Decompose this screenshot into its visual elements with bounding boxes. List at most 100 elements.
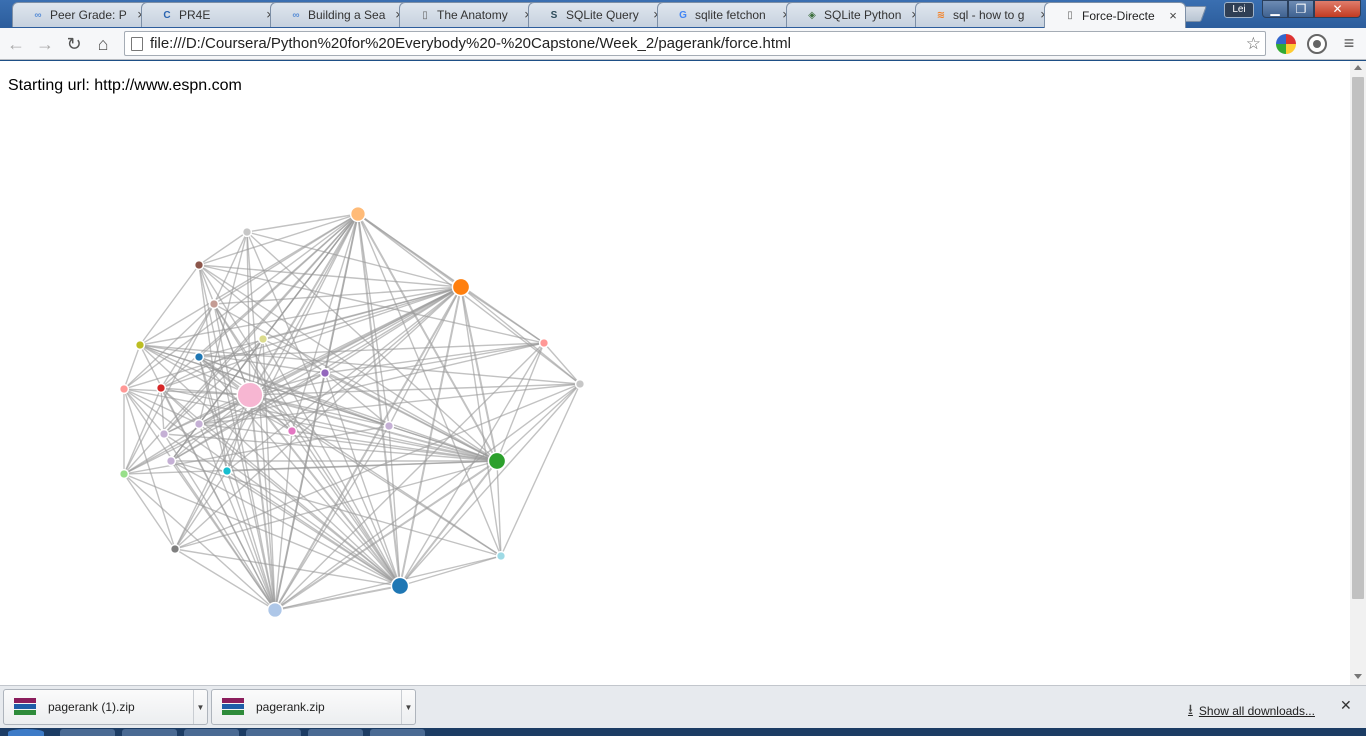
scroll-down-arrow-icon[interactable] [1354,674,1362,679]
diamond-icon: ◈ [808,9,816,21]
taskbar-app[interactable] [246,729,301,736]
graph-node[interactable] [155,382,167,394]
browser-tab[interactable]: ▯The Anatomy× [399,2,541,27]
download-options-button[interactable]: ▼ [401,690,415,724]
start-button[interactable] [8,729,44,736]
graph-node[interactable] [538,337,550,349]
coursera-infinity-icon: ∞ [292,9,300,21]
taskbar-app[interactable] [184,729,239,736]
url-input[interactable] [150,35,1230,52]
forward-button[interactable]: → [33,32,57,56]
graph-link [226,213,359,472]
profile-button[interactable]: Lei [1224,2,1254,18]
graph-node[interactable] [134,339,146,351]
graph-node[interactable] [266,601,284,619]
graph-node[interactable] [118,383,130,395]
graph-node[interactable] [193,418,205,430]
graph-links [123,213,581,611]
taskbar-app[interactable] [308,729,363,736]
graph-link [249,383,581,396]
graph-node[interactable] [221,465,233,477]
browser-tab[interactable]: ∞Peer Grade: P× [12,2,154,27]
download-options-button[interactable]: ▼ [193,690,207,724]
bookmark-star-icon[interactable]: ☆ [1245,34,1261,53]
stackoverflow-icon: ≋ [936,9,946,21]
taskbar-app[interactable] [370,729,425,736]
graph-node[interactable] [319,367,331,379]
graph-link [262,338,401,587]
graph-node[interactable] [286,425,298,437]
graph-link [174,286,462,550]
graph-link [170,372,326,462]
close-shelf-button[interactable]: ✕ [1340,697,1352,713]
chrome-extension-icon[interactable] [1276,34,1296,54]
graph-node[interactable] [118,468,130,480]
graph-link [274,555,502,611]
back-button[interactable]: ← [4,32,28,56]
browser-tab[interactable]: ◈SQLite Python× [786,2,928,27]
scroll-thumb[interactable] [1352,77,1364,599]
browser-tab[interactable]: ≋sql - how to g× [915,2,1057,27]
graph-link [198,383,581,425]
graph-link [170,460,276,611]
menu-icon[interactable]: ≡ [1343,33,1355,53]
download-item[interactable]: pagerank (1).zip ▼ [3,689,208,725]
graph-node[interactable] [495,550,507,562]
graph-link [174,548,401,587]
taskbar-app[interactable] [60,729,115,736]
browser-tab[interactable]: ▯Force-Directe× [1044,2,1186,28]
maximize-button[interactable]: ❐ [1288,0,1314,18]
graph-link [160,303,215,389]
graph-node[interactable] [158,428,170,440]
graph-link [123,388,498,462]
tab-close-icon[interactable]: × [1169,7,1177,23]
graph-link [246,231,251,396]
graph-node[interactable] [574,378,586,390]
graph-node[interactable] [165,455,177,467]
graph-link [357,213,545,344]
graph-node[interactable] [487,451,507,471]
scroll-up-arrow-icon[interactable] [1354,65,1362,70]
graph-link [198,356,276,611]
close-window-button[interactable]: ✕ [1314,0,1361,18]
show-all-downloads-link[interactable]: ⭳ Show all downloads... [1188,699,1315,723]
graph-node[interactable] [390,576,410,596]
graph-node[interactable] [383,420,395,432]
graph-node[interactable] [257,333,269,345]
graph-node[interactable] [236,381,264,409]
vertical-scrollbar[interactable] [1350,61,1366,685]
graph-link [357,213,390,427]
minimize-button[interactable]: ▁ [1262,0,1288,18]
home-button[interactable]: ⌂ [91,32,115,56]
force-directed-graph[interactable] [0,61,1350,685]
graph-node[interactable] [349,205,367,223]
browser-tab[interactable]: ∞Building a Sea× [270,2,412,27]
windows-taskbar [0,728,1366,736]
eye-extension-icon[interactable] [1307,34,1327,54]
download-item[interactable]: pagerank.zip ▼ [211,689,416,725]
reload-button[interactable]: ↻ [62,32,86,56]
graph-link [496,460,502,557]
graph-link [460,286,502,557]
graph-node[interactable] [193,259,205,271]
graph-node[interactable] [208,298,220,310]
graph-node[interactable] [169,543,181,555]
graph-link [357,213,502,557]
address-bar[interactable]: ☆ [124,31,1266,56]
graph-node[interactable] [241,226,253,238]
taskbar-app[interactable] [122,729,177,736]
graph-link [198,356,228,472]
graph-node[interactable] [451,277,471,297]
graph-link [198,213,359,266]
starting-url-text: Starting url: http://www.espn.com [8,77,242,94]
graph-link [249,394,498,462]
graph-link [213,213,359,305]
graph-node[interactable] [193,351,205,363]
graph-link [399,286,462,587]
graph-link [291,430,498,462]
graph-link [399,460,498,587]
